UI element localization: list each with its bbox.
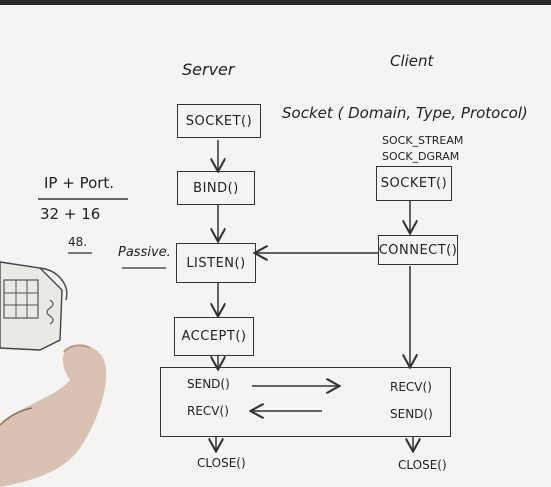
listen-box: LISTEN() — [176, 243, 256, 283]
server-column-header: Server — [182, 60, 235, 79]
ip-port-note: IP + Port. — [44, 174, 115, 192]
top-bar — [0, 0, 551, 5]
socket-type-dgram: SOCK_DGRAM — [382, 150, 460, 163]
bind-label: BIND() — [193, 180, 239, 196]
client-send-label: SEND() — [390, 407, 433, 421]
hand-illustration — [0, 344, 107, 487]
telephone-illustration — [0, 261, 68, 351]
client-socket-box: SOCKET() — [376, 166, 452, 201]
client-column-header: Client — [390, 52, 434, 70]
client-close-label: CLOSE() — [398, 458, 447, 472]
exchange-box — [160, 367, 451, 437]
socket-type-stream: SOCK_STREAM — [382, 134, 464, 147]
server-send-label: SEND() — [187, 377, 230, 391]
client-recv-label: RECV() — [390, 380, 432, 394]
server-close-label: CLOSE() — [197, 456, 246, 470]
connect-label: CONNECT() — [378, 242, 458, 258]
server-socket-label: SOCKET() — [185, 113, 253, 129]
bind-box: BIND() — [177, 171, 255, 205]
passive-note: Passive. — [118, 245, 171, 260]
accept-box: ACCEPT() — [174, 317, 254, 356]
listen-label: LISTEN() — [186, 255, 246, 271]
connect-box: CONNECT() — [378, 235, 458, 265]
server-recv-label: RECV() — [187, 404, 229, 418]
bits-note: 32 + 16 — [40, 205, 101, 223]
total-note: 48. — [68, 235, 88, 249]
socket-signature: Socket ( Domain, Type, Protocol) — [282, 104, 528, 122]
server-socket-box: SOCKET() — [177, 104, 261, 138]
accept-label: ACCEPT() — [181, 329, 247, 344]
client-socket-label: SOCKET() — [380, 176, 448, 191]
